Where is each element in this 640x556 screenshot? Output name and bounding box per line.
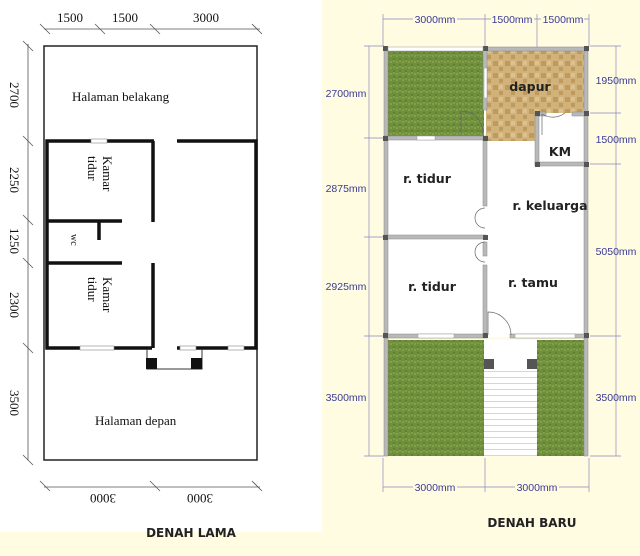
- old-front-yard-label: Halaman depan: [95, 413, 177, 428]
- bathroom-label: KM: [549, 144, 571, 159]
- old-dim-left-1: 2700: [7, 82, 22, 108]
- old-dim-left-4: 2300: [7, 292, 22, 318]
- front-garden-right: [537, 340, 584, 456]
- new-columns: [383, 46, 589, 338]
- old-windows: [79, 138, 245, 351]
- old-site-outline: [43, 45, 258, 461]
- old-dimension-lines: [22, 23, 263, 492]
- bedroom2-label: r. tidur: [408, 279, 457, 294]
- living-room-label: r. tamu: [508, 275, 558, 290]
- new-dim-left-4: 3500mm: [326, 392, 367, 404]
- old-bedroom1-label-1: Kamar: [100, 156, 115, 192]
- new-doors: [460, 110, 566, 336]
- new-dim-left-3: 2925mm: [326, 281, 367, 293]
- old-dim-left-3: 1250: [7, 228, 22, 254]
- old-dim-top-2: 1500: [112, 10, 138, 25]
- old-bedroom1-label-2: tidur: [85, 156, 100, 181]
- old-dim-bottom-1: 3000: [90, 491, 116, 506]
- new-plan: 3000mm 1500mm 1500mm 2700mm 2875mm 2925m…: [326, 12, 637, 530]
- old-dim-bottom-2: 3000: [187, 491, 213, 506]
- new-windows: [387, 46, 576, 339]
- bedroom1-label: r. tidur: [403, 171, 452, 186]
- new-plan-title: DENAH BARU: [487, 516, 576, 530]
- new-dim-right-4: 3500mm: [596, 392, 637, 404]
- new-dim-bottom-2: 3000mm: [517, 482, 558, 494]
- old-bedroom2-label-1: Kamar: [100, 277, 115, 313]
- porch-column-left: [484, 359, 494, 369]
- old-dim-left-2: 2250: [7, 167, 22, 193]
- old-dim-top-1: 1500: [57, 10, 83, 25]
- new-dim-top-3: 1500mm: [543, 14, 584, 26]
- old-walls: [45, 139, 258, 350]
- new-dim-left-1: 2700mm: [326, 88, 367, 100]
- new-dim-right-2: 1500mm: [596, 134, 637, 146]
- old-plan-title: DENAH LAMA: [146, 526, 237, 540]
- front-garden-left: [388, 340, 484, 456]
- new-dim-right-3: 5050mm: [596, 246, 637, 258]
- new-dim-right-1: 1950mm: [596, 75, 637, 87]
- new-dim-top-1: 3000mm: [415, 14, 456, 26]
- back-garden: [388, 51, 484, 137]
- new-dimension-label-backgrounds: [413, 12, 584, 493]
- old-plan-panel: [0, 0, 322, 532]
- front-steps: [484, 370, 537, 456]
- new-dim-top-2: 1500mm: [492, 14, 533, 26]
- new-dim-left-2: 2875mm: [326, 183, 367, 195]
- porch-column-right: [527, 359, 537, 369]
- kitchen-label: dapur: [509, 79, 551, 94]
- old-bedroom2-label-2: tidur: [85, 277, 100, 302]
- old-wc-label: wc: [68, 234, 79, 246]
- family-room-label: r. keluarga: [512, 198, 587, 213]
- old-plan: 1500 1500 3000 2700 2250 1250 2300 3500 …: [7, 10, 263, 540]
- old-porch: [146, 349, 203, 370]
- old-dim-left-5: 3500: [7, 390, 22, 416]
- old-back-yard-label: Halaman belakang: [72, 89, 170, 104]
- old-dim-top-3: 3000: [193, 10, 219, 25]
- bathroom-floor: [537, 113, 584, 164]
- new-dim-bottom-1: 3000mm: [415, 482, 456, 494]
